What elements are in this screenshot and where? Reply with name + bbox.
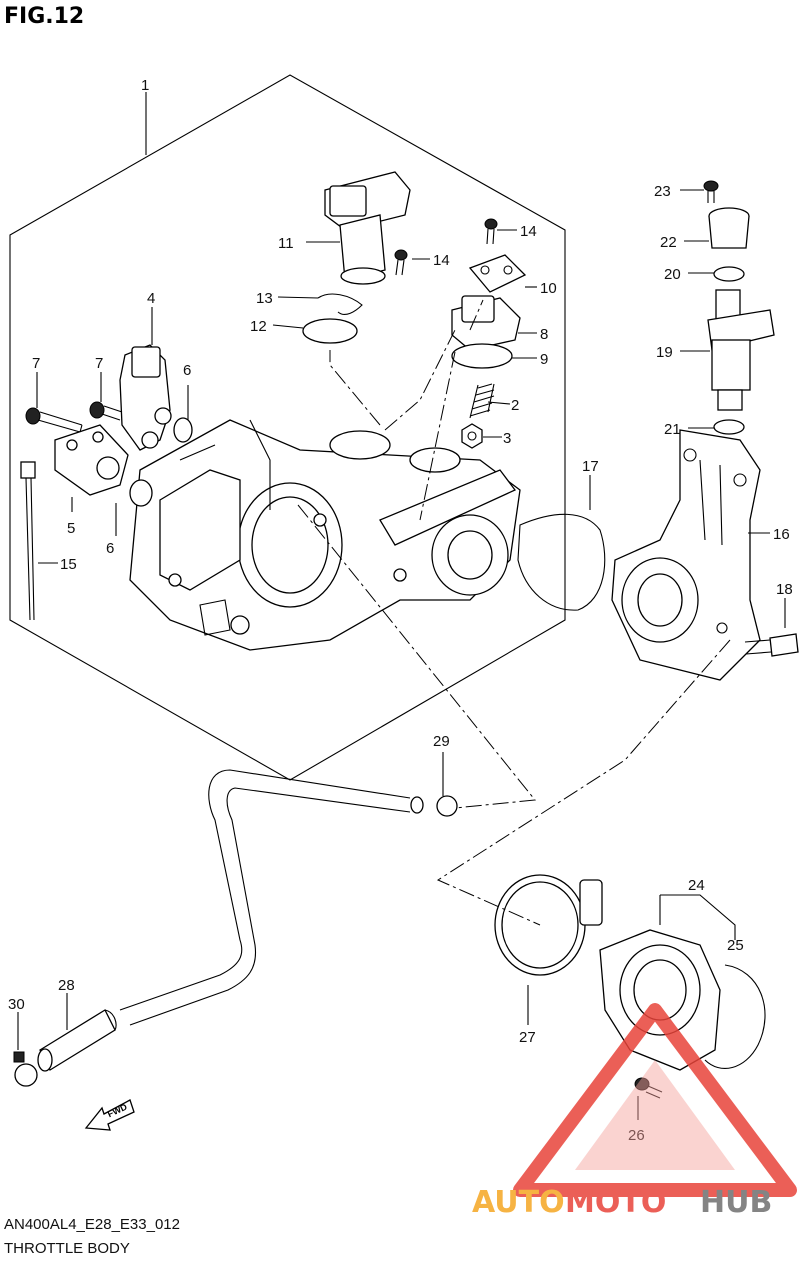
hose-28 xyxy=(37,769,424,1072)
watermark-hub: HUB xyxy=(700,1185,772,1220)
callout-4: 4 xyxy=(147,290,155,307)
screw-7a xyxy=(25,407,83,433)
watermark-moto: MOTO xyxy=(565,1185,666,1220)
watermark-logo: AUTO MOTO HUB xyxy=(472,1003,797,1220)
callout-12: 12 xyxy=(250,318,267,335)
callout-14b: 14 xyxy=(520,223,537,240)
callout-5: 5 xyxy=(67,520,75,537)
center-lines xyxy=(297,299,731,926)
assembly-frame xyxy=(9,74,566,781)
throttle-body-main xyxy=(129,419,521,651)
leader-lines xyxy=(17,92,786,1120)
callout-6a: 6 xyxy=(183,362,191,379)
figure-label: FIG.12 xyxy=(4,4,85,29)
tp-sensor-part xyxy=(119,344,172,451)
callout-11: 11 xyxy=(278,235,294,252)
screw-26 xyxy=(634,1077,663,1099)
gasket-25 xyxy=(704,964,766,1069)
callout-10: 10 xyxy=(540,280,557,297)
clamp-band-27 xyxy=(494,874,603,976)
callout-18: 18 xyxy=(776,581,793,598)
fwd-arrow-icon: FWD xyxy=(84,1099,135,1131)
clamp-29 xyxy=(436,795,458,817)
callout-15: 15 xyxy=(60,556,77,573)
callout-1: 1 xyxy=(141,77,149,94)
callout-8: 8 xyxy=(540,326,548,343)
plate-10 xyxy=(468,254,527,293)
screw-14a xyxy=(394,249,408,276)
gasket-17 xyxy=(517,513,606,611)
clamp-30 xyxy=(13,1051,38,1087)
callout-29: 29 xyxy=(433,733,450,750)
callout-7b: 7 xyxy=(95,355,103,372)
nut-part xyxy=(461,423,483,449)
callout-24: 24 xyxy=(688,877,705,894)
clip-13 xyxy=(317,293,363,315)
callout-21: 21 xyxy=(664,421,681,438)
callout-25: 25 xyxy=(727,937,744,954)
callout-26: 26 xyxy=(628,1127,645,1144)
model-code: AN400AL4_E28_E33_012 xyxy=(4,1216,180,1233)
o-ring-6a xyxy=(173,417,193,443)
callout-3: 3 xyxy=(503,430,511,447)
cap-22 xyxy=(708,207,750,249)
sensor-part-8 xyxy=(451,295,521,351)
sensor-part-5 xyxy=(54,424,129,496)
callout-13: 13 xyxy=(256,290,273,307)
watermark-triangle-icon xyxy=(513,1003,797,1197)
watermark-auto: AUTO xyxy=(472,1185,565,1220)
screw-18 xyxy=(744,633,799,657)
cable-tie-15 xyxy=(20,461,36,621)
screw-7b xyxy=(89,401,123,421)
diagram-title: THROTTLE BODY xyxy=(4,1240,130,1257)
screw-23 xyxy=(703,180,719,203)
washer-21 xyxy=(713,419,745,435)
callout-7a: 7 xyxy=(32,355,40,372)
sensor-part-11 xyxy=(324,171,411,285)
callout-2: 2 xyxy=(511,397,519,414)
callout-17: 17 xyxy=(582,458,599,475)
callout-14a: 14 xyxy=(433,252,450,269)
callout-19: 19 xyxy=(656,344,673,361)
callout-16: 16 xyxy=(773,526,790,543)
callout-23: 23 xyxy=(654,183,671,200)
o-ring-12 xyxy=(302,318,358,344)
callout-28: 28 xyxy=(58,977,75,994)
injector-19 xyxy=(707,289,775,411)
o-ring-9 xyxy=(451,343,513,369)
callout-20: 20 xyxy=(664,266,681,283)
callout-27: 27 xyxy=(519,1029,536,1046)
o-ring-20 xyxy=(713,266,745,282)
intake-pipe-16 xyxy=(611,429,761,681)
o-ring-6b xyxy=(129,479,153,507)
callout-30: 30 xyxy=(8,996,25,1013)
callout-6b: 6 xyxy=(106,540,114,557)
callout-9: 9 xyxy=(540,351,548,368)
spring-part xyxy=(469,383,495,419)
callout-22: 22 xyxy=(660,234,677,251)
callout-numbers: 1 2 3 4 5 6 6 7 7 8 9 10 11 12 13 14 14 … xyxy=(8,77,793,1144)
screw-14b xyxy=(484,218,498,245)
